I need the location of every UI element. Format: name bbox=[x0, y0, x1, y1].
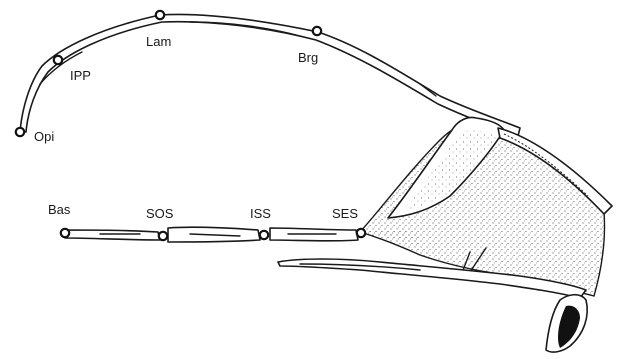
label-bas: Bas bbox=[48, 202, 71, 217]
incisor-tooth bbox=[546, 295, 587, 352]
label-lam: Lam bbox=[146, 34, 171, 49]
landmark-opi: Opi bbox=[16, 128, 55, 144]
landmark-ipp: IPP bbox=[54, 56, 91, 83]
label-sos: SOS bbox=[146, 206, 174, 221]
label-iss: ISS bbox=[250, 206, 271, 221]
landmark-markers: Opi IPP Lam Brg Bas SOS ISS SES bbox=[16, 11, 365, 240]
landmark-bas: Bas bbox=[48, 202, 71, 237]
basioccipital-bone bbox=[65, 230, 160, 240]
label-opi: Opi bbox=[34, 129, 54, 144]
cranial-vault bbox=[20, 14, 520, 136]
label-brg: Brg bbox=[298, 50, 318, 65]
label-ipp: IPP bbox=[70, 68, 91, 83]
label-ses: SES bbox=[332, 206, 358, 221]
